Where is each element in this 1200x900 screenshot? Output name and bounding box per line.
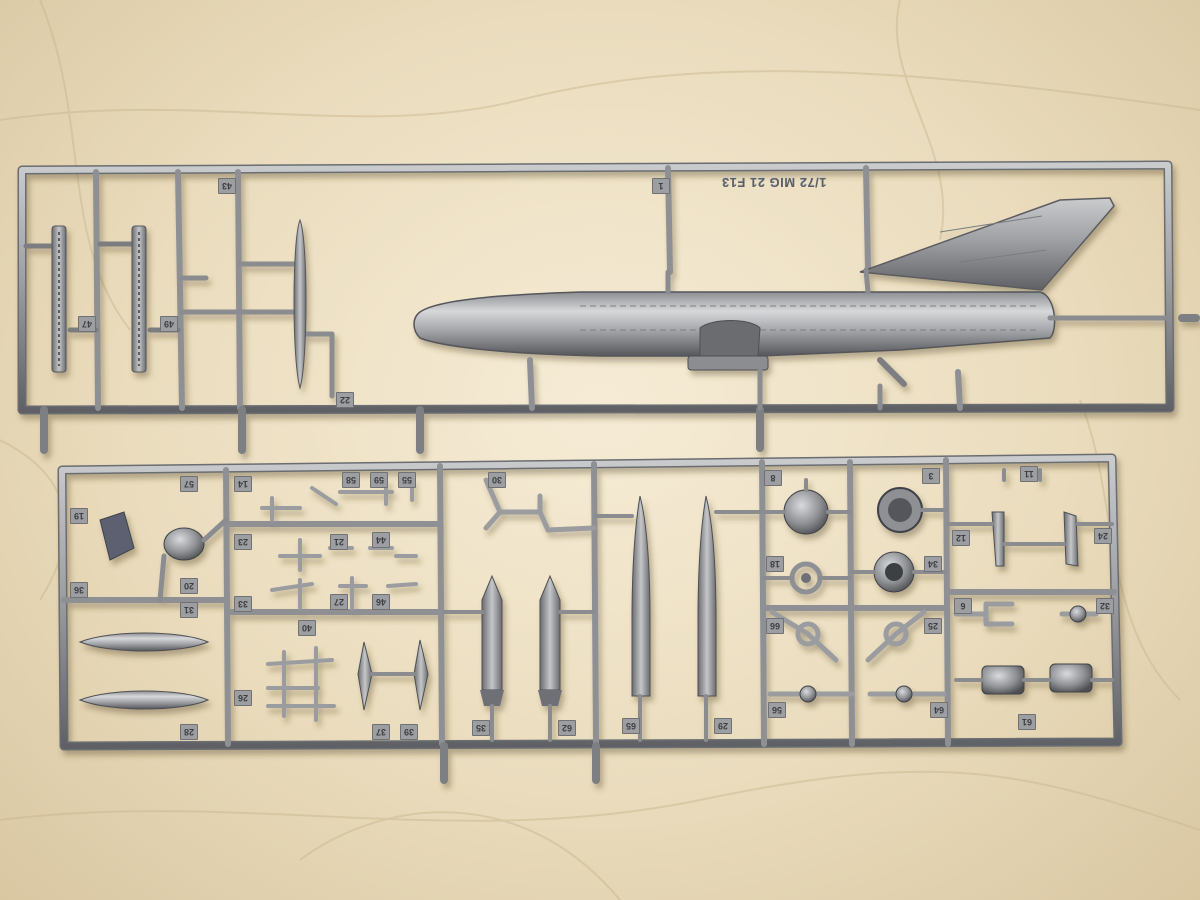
part-number-tag: 24: [1094, 528, 1112, 544]
rocket-pod-part: [538, 574, 596, 742]
part-number-tag: 27: [330, 594, 348, 610]
part-number-tag: 18: [766, 556, 784, 572]
part-number-tag: 8: [764, 470, 782, 486]
part-number-tag: 49: [160, 316, 178, 332]
part-number-tag: 29: [714, 718, 732, 734]
nose-cone-part: [762, 478, 852, 535]
rocket-pod-part: [442, 574, 504, 742]
part-number-tag: 12: [952, 530, 970, 546]
part-number-tag: 64: [930, 702, 948, 718]
part-number-tag: 30: [488, 472, 506, 488]
part-number-tag: 39: [400, 724, 418, 740]
part-number-tag: 34: [924, 556, 942, 572]
fuel-tank-part: [78, 690, 210, 710]
part-number-tag: 31: [180, 602, 198, 618]
part-number-tag: 6: [954, 598, 972, 614]
part-number-tag: 26: [234, 690, 252, 706]
part-number-tag: 65: [622, 718, 640, 734]
small-knob-part: [1069, 605, 1087, 623]
bottom-sprue: [57, 453, 1123, 784]
cockpit-detail-part: [99, 511, 229, 603]
part-number-tag: 59: [370, 472, 388, 488]
part-number-tag: 44: [372, 532, 390, 548]
part-number-tag: 32: [1096, 598, 1114, 614]
part-number-tag: 58: [342, 472, 360, 488]
part-number-tag: 62: [558, 720, 576, 736]
part-number-tag: 25: [924, 618, 942, 634]
missile-part: [697, 495, 764, 742]
part-number-tag: 57: [180, 476, 198, 492]
part-number-tag: 61: [1018, 714, 1036, 730]
part-number-tag: 11: [1020, 466, 1038, 482]
part-number-tag: 37: [372, 724, 390, 740]
wheel-part: [762, 561, 852, 595]
part-number-tag: 33: [234, 596, 252, 612]
missile-rail-part: [23, 225, 99, 373]
part-number-tag: 36: [70, 582, 88, 598]
pylon-part: [357, 639, 429, 711]
part-number-tag: 23: [234, 534, 252, 550]
part-number-tag: 43: [218, 178, 236, 194]
fuel-tank-part: [78, 632, 210, 652]
part-number-tag: 55: [398, 472, 416, 488]
gear-door-part: [946, 468, 1114, 567]
missile-part: [594, 495, 651, 742]
part-number-tag: 56: [768, 702, 786, 718]
part-number-tag: 14: [234, 476, 252, 492]
sprue-mold-label: 1/72 MIG 21 F13: [721, 175, 827, 190]
fuselage-half-part: [413, 197, 1171, 411]
pitot-probe-part: [237, 218, 335, 399]
part-number-tag: 22: [336, 392, 354, 408]
y-bracket-part: [483, 477, 597, 533]
exhaust-ring-part: [850, 487, 948, 593]
part-number-tag: 28: [180, 724, 198, 740]
part-number-tag: 1: [652, 178, 670, 194]
part-number-tag: 47: [78, 316, 96, 332]
wheel-well-part: [954, 663, 1114, 695]
part-number-tag: 21: [330, 534, 348, 550]
part-number-tag: 20: [180, 578, 198, 594]
part-number-tag: 3: [922, 468, 940, 484]
part-number-tag: 46: [372, 594, 390, 610]
small-bracket-part: [179, 275, 239, 315]
part-number-tag: 40: [298, 620, 316, 636]
part-number-tag: 19: [70, 508, 88, 524]
missile-rail-part: [97, 225, 181, 373]
top-sprue: [17, 160, 1200, 454]
part-number-tag: 35: [472, 720, 490, 736]
gear-hub-part: [799, 685, 913, 703]
landing-gear-part: [767, 609, 947, 697]
part-number-tag: 66: [766, 618, 784, 634]
